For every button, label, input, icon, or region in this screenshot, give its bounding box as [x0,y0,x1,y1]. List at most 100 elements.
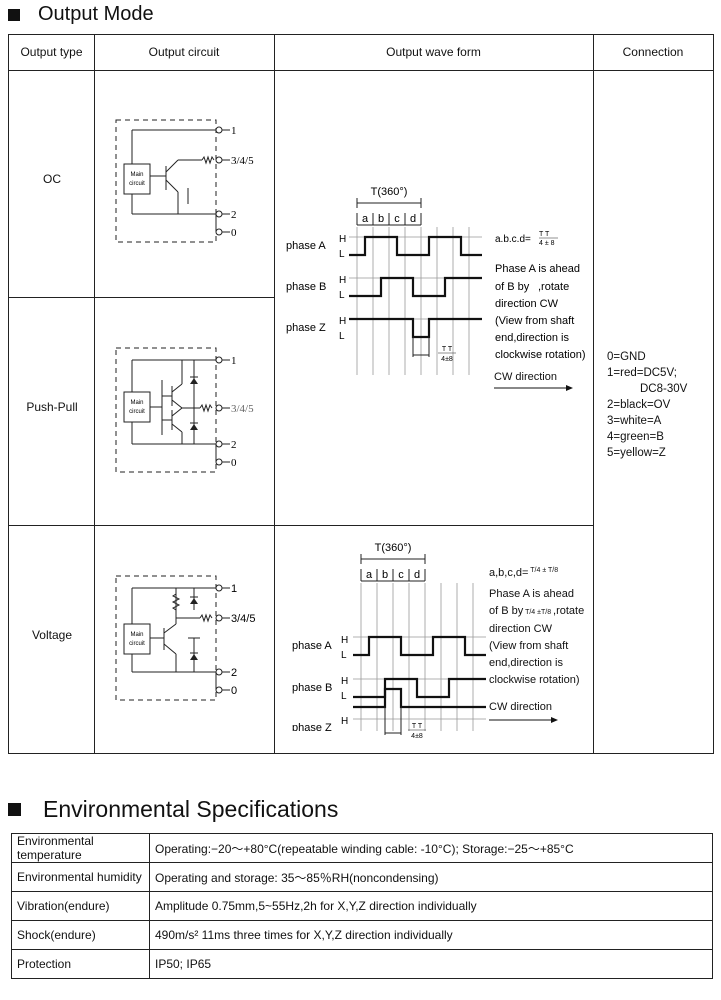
cw-direction-label: CW direction [489,701,552,713]
connection-item: 1=red=DC5V; [607,367,677,379]
spec-value: IP50; IP65 [149,949,713,979]
main-circuit-label: Main [130,172,143,178]
waveform-diagram-upper: T(360°) a b c d phase A phase B phase Z … [286,186,585,375]
header-connection: Connection [622,45,684,59]
level-h: H [341,635,348,646]
formula-fraction: 4 ± 8 [539,240,555,247]
segment-c: c [398,569,404,581]
table-row: Shock(endure) 490m/s² 11ms three times f… [11,920,713,950]
level-l: L [341,691,347,702]
waveform-diagram-lower: T(360°) a b c d phase A phase B phase Z … [292,542,486,731]
environmental-title: Environmental Specifications [43,796,339,822]
header-output-circuit: Output circuit [148,45,220,59]
terminal-label: 1 [231,583,237,595]
level-h: H [339,275,346,286]
terminal-label: 3/4/5 [231,613,255,625]
terminal-label: 0 [231,227,237,239]
environmental-table: Environmental temperature Operating:−20～… [11,833,713,979]
description-line: of B by [489,605,524,617]
segment-c: c [394,213,400,225]
cw-direction-label: CW direction [494,371,557,383]
description-line: Phase A is ahead [489,588,575,600]
connection-item: 0=GND [607,351,646,363]
z-pulse-fraction: T T [412,723,423,730]
connection-item: 3=white=A [607,415,662,427]
terminal-label: 0 [231,457,237,469]
table-row: Protection IP50; IP65 [11,949,713,979]
row-type-oc: OC [43,172,61,186]
level-h: H [339,234,346,245]
description-line: (View from shaft [495,315,574,327]
connection-item: 2=black=OV [607,399,671,411]
push-pull-circuit-diagram: Main circuit 1 3/4/5 2 [115,347,254,473]
formula-fraction: T/4 ± T/8 [528,567,559,574]
spec-value: Operating and storage: 35～85％RH(nonconde… [149,862,713,892]
description-line: clockwise rotation) [495,349,585,361]
cw-direction-upper: CW direction [494,371,574,392]
spec-label: Vibration(endure) [11,891,150,921]
description-line: clockwise rotation) [489,674,580,686]
spec-value: Operating:−20～+80°C(repeatable winding c… [149,833,713,863]
level-h: H [339,316,346,327]
main-circuit-label: circuit [129,409,145,415]
row-type-push-pull: Push-Pull [26,400,78,414]
voltage-circuit-diagram: Main circuit 1 3/4/5 2 0 [115,575,255,701]
arrow-right-icon [489,717,558,723]
segment-b: b [378,213,384,225]
waveform-phase-z-lower: T T 4±8 [353,687,486,740]
output-mode-heading: Output Mode [8,3,154,26]
phase-a-label: phase A [292,640,332,652]
period-label: T(360°) [375,542,412,554]
spec-label: Environmental temperature [11,833,150,863]
arrow-right-icon [494,385,573,391]
row-type-voltage: Voltage [31,628,73,642]
description-line: ,rotate [538,281,569,293]
connection-item: DC8-30V [640,383,688,395]
terminal-label: 2 [231,439,237,451]
phase-formula: a,b,c,d= [489,567,529,579]
description-line: Phase A is ahead [495,263,580,275]
z-pulse-denominator: 4±8 [441,356,453,363]
connection-list: 0=GND 1=red=DC5V; DC8-30V 2=black=OV 3=w… [607,349,687,461]
header-output-wave-form: Output wave form [386,45,481,59]
terminal-label: 2 [231,209,237,221]
description-line: of B by [495,281,530,293]
table-row: Vibration(endure) Amplitude 0.75mm,5~55H… [11,891,713,921]
terminal-label: 3/4/5 [231,155,254,167]
square-bullet-icon [8,803,21,816]
segment-a: a [362,213,369,225]
phase-z-label: phase Z [292,722,332,731]
oc-circuit-diagram: Main circuit 1 3/4/5 2 0 [115,119,254,243]
description-line: end,direction is [489,657,563,669]
description-line: direction CW [489,623,552,635]
terminal-label: 3/4/5 [231,403,254,415]
spec-value: Amplitude 0.75mm,5~55Hz,2h for X,Y,Z dir… [149,891,713,921]
description-line: ,rotate [553,605,585,617]
terminal-label: 1 [231,125,237,137]
level-l: L [339,249,345,260]
table-row: Environmental temperature Operating:−20～… [11,833,713,863]
phase-b-label: phase B [286,281,326,293]
phase-a-label: phase A [286,240,326,252]
main-circuit-label: Main [130,632,143,638]
segment-b: b [382,569,388,581]
connection-item: 5=yellow=Z [607,447,666,459]
description-line: (View from shaft [489,640,569,652]
connection-item: 4=green=B [607,431,664,443]
waveform-description-lower: a,b,c,d= T/4 ± T/8 Phase A is ahead of B… [489,562,584,724]
square-bullet-icon [8,8,20,21]
phase-b-label: phase B [292,682,332,694]
formula-fraction: T T [539,231,550,238]
phase-z-label: phase Z [286,322,326,334]
segment-d: d [410,213,416,225]
spec-value: 490m/s² 11ms three times for X,Y,Z direc… [149,920,713,950]
z-pulse-denominator: 4±8 [411,733,423,740]
level-l: L [339,290,345,301]
spec-label: Environmental humidity [11,862,150,892]
phase-formula: a.b.c.d= [495,234,531,245]
level-h: H [341,676,348,687]
description-line: end,direction is [495,332,569,344]
level-h: H [341,716,348,727]
terminal-label: 1 [231,355,237,367]
main-circuit-label: circuit [129,641,145,647]
